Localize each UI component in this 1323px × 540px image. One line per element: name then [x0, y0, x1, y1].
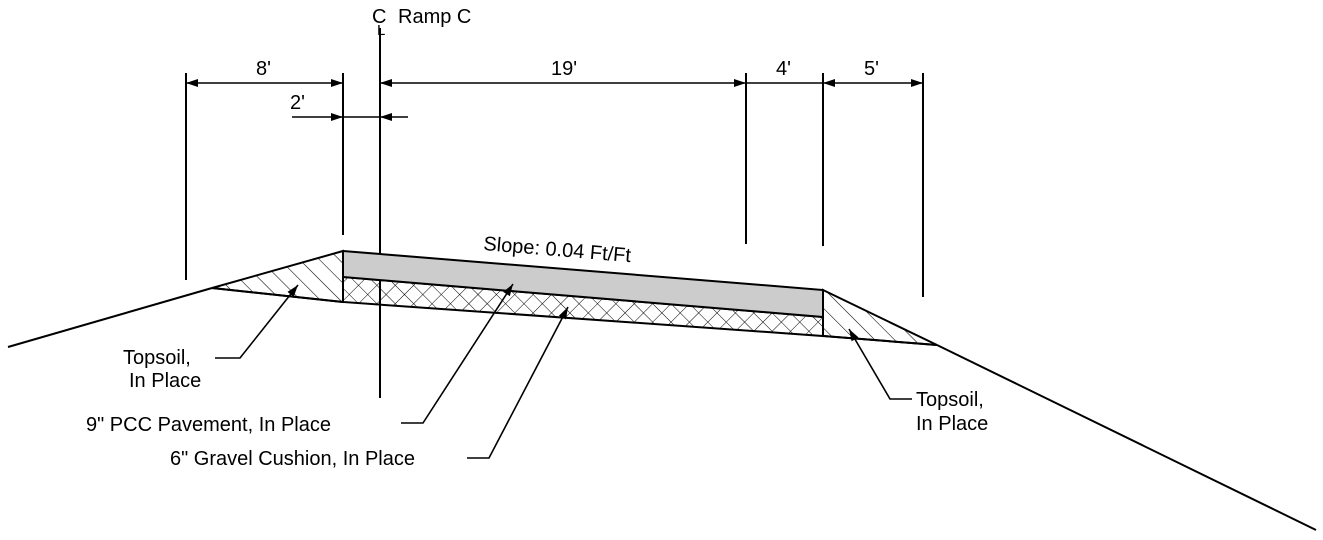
- subgrade-line-right: [822, 335, 938, 346]
- centerline-symbol-l: L: [377, 22, 385, 39]
- callout-topsoil-right-line2: In Place: [916, 413, 988, 435]
- leader-topsoil-left: [215, 284, 299, 359]
- dimension-text-5ft: 5': [864, 58, 879, 80]
- dimension-text-19ft: 19': [551, 58, 577, 80]
- ground-line-right: [936, 344, 1317, 531]
- callout-topsoil-right-line1: Topsoil,: [916, 389, 984, 411]
- centerline-name: Ramp C: [398, 6, 471, 28]
- dimension-text-4ft: 4': [776, 58, 791, 80]
- leader-pavement: [401, 283, 514, 424]
- callout-topsoil-left-line1: Topsoil,: [123, 347, 191, 369]
- subgrade-line-left: [211, 287, 344, 303]
- centerline-label: C L Ramp C: [372, 6, 471, 39]
- dimension-text-2ft: 2': [290, 92, 305, 114]
- dimension-text-8ft: 8': [256, 58, 271, 80]
- pcc-pavement: [342, 249, 824, 319]
- leader-gravel: [467, 306, 569, 459]
- callout-pavement: 9" PCC Pavement, In Place: [86, 414, 331, 436]
- callout-gravel: 6" Gravel Cushion, In Place: [170, 448, 415, 470]
- slope-label: Slope: 0.04 Ft/Ft: [483, 233, 633, 267]
- ground-line-left: [7, 287, 213, 348]
- centerline-symbol: C: [372, 6, 386, 28]
- callout-topsoil-left-line2: In Place: [129, 370, 201, 392]
- leader-topsoil-right: [848, 328, 912, 400]
